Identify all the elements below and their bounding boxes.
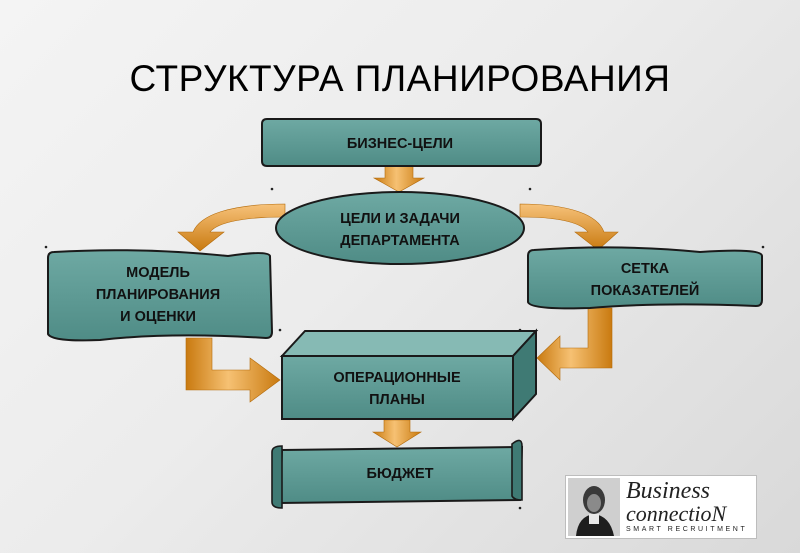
portrait-icon [568, 478, 620, 536]
logo-word-connection: connectioN [626, 501, 727, 526]
logo-word-business: Business [626, 478, 710, 504]
node-operational: ОПЕРАЦИОННЫЕ ПЛАНЫ [279, 328, 539, 422]
node-budget: БЮДЖЕТ [271, 439, 524, 509]
arrow-dept-to-model [177, 203, 286, 252]
node-business-goals: БИЗНЕС-ЦЕЛИ [261, 118, 542, 167]
node-model-label-1: МОДЕЛЬ [126, 265, 190, 281]
node-dept-goals: ЦЕЛИ И ЗАДАЧИ ДЕПАРТАМЕНТА [275, 191, 525, 265]
arrow-indicators-to-operational [536, 307, 613, 381]
arrow-business-to-dept [372, 164, 426, 193]
node-operational-label-1: ОПЕРАЦИОННЫЕ [333, 370, 461, 386]
page-title: СТРУКТУРА ПЛАНИРОВАНИЯ [129, 58, 671, 99]
node-budget-label: БЮДЖЕТ [367, 466, 434, 482]
node-dept-goals-label-2: ДЕПАРТАМЕНТА [340, 233, 460, 249]
node-model-label-2: ПЛАНИРОВАНИЯ [96, 287, 220, 303]
logo-tagline: SMART RECRUITMENT [626, 526, 748, 533]
node-business-goals-label: БИЗНЕС-ЦЕЛИ [347, 136, 453, 152]
business-connection-logo: Business connectioN SMART RECRUITMENT [565, 475, 757, 539]
portrait-image [568, 478, 620, 536]
arrow-operational-to-budget [371, 419, 423, 448]
node-operational-label-2: ПЛАНЫ [369, 392, 425, 408]
node-dept-goals-label-1: ЦЕЛИ И ЗАДАЧИ [340, 211, 460, 227]
node-indicators: СЕТКА ПОКАЗАТЕЛЕЙ [527, 246, 763, 310]
node-model-label-3: И ОЦЕНКИ [120, 309, 196, 325]
arrow-model-to-operational [185, 337, 281, 403]
node-indicators-label-2: ПОКАЗАТЕЛЕЙ [591, 281, 700, 299]
node-indicators-label-1: СЕТКА [621, 261, 670, 277]
node-model: МОДЕЛЬ ПЛАНИРОВАНИЯ И ОЦЕНКИ [47, 249, 274, 342]
arrow-dept-to-indicators [519, 203, 619, 251]
